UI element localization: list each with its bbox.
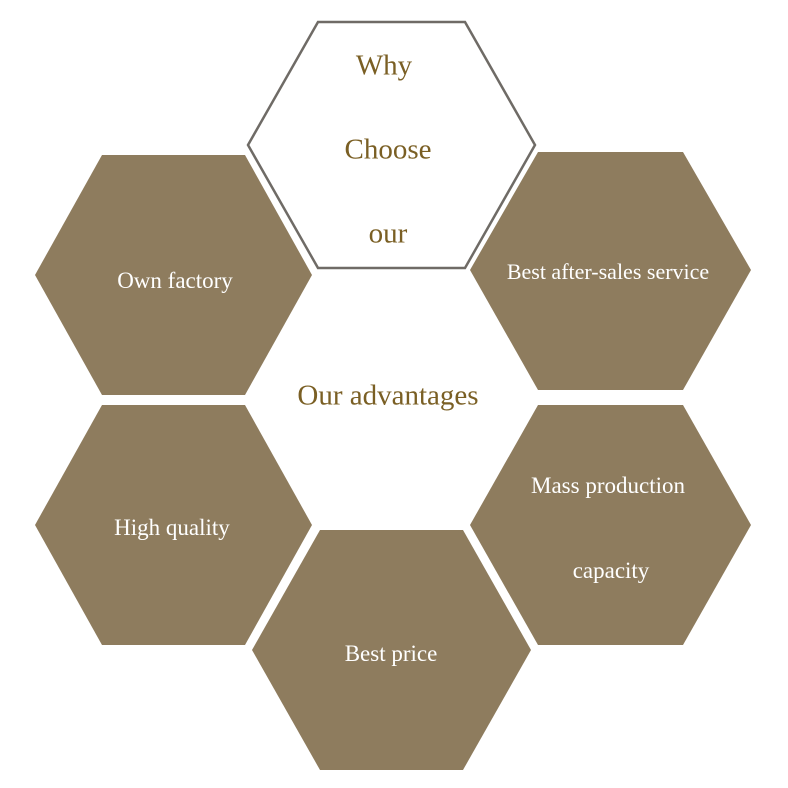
hex-why-choose-our (246, 20, 537, 270)
label-capacity: capacity (572, 558, 650, 583)
hex-own-factory (35, 155, 312, 395)
header-line-our: our (368, 217, 408, 250)
label-mass-production: Mass production (531, 473, 685, 498)
header-line-why: Why (355, 49, 413, 82)
hex-mass-production (470, 405, 751, 645)
hex-after-sales (470, 152, 751, 390)
hex-best-price (252, 530, 531, 770)
label-own-factory: Own factory (117, 268, 233, 293)
label-high-quality: High quality (114, 515, 230, 540)
label-best-price: Best price (344, 641, 438, 666)
label-after-sales: Best after-sales service (506, 259, 710, 284)
hex-high-quality (35, 405, 312, 645)
center-title: Our advantages (297, 379, 479, 412)
header-line-choose: Choose (344, 133, 432, 166)
